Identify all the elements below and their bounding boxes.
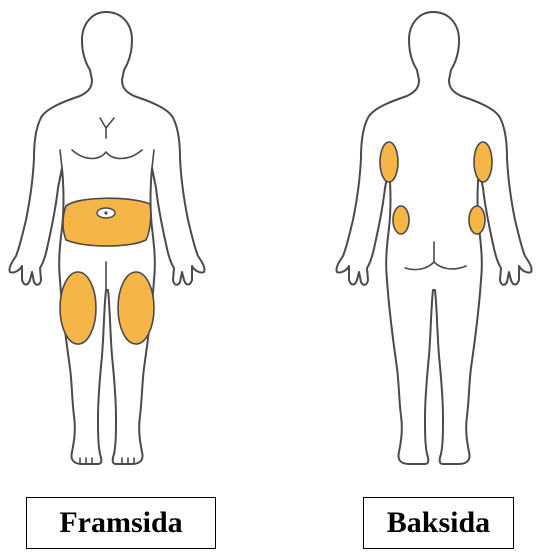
back-view-label: Baksida (363, 497, 514, 549)
back-body-outline (336, 12, 531, 464)
front-right-thigh-zone (118, 272, 154, 344)
navel-center-icon (104, 211, 107, 214)
body-diagram (0, 0, 537, 480)
front-left-thigh-zone (60, 272, 96, 344)
back-left-buttock-zone (393, 206, 409, 234)
front-figure (9, 12, 204, 464)
back-right-upper-arm-zone (474, 142, 492, 182)
back-figure (336, 12, 531, 464)
front-view-label: Framsida (26, 497, 216, 549)
front-abdomen-zone (63, 198, 151, 246)
back-right-buttock-zone (469, 206, 485, 234)
back-left-upper-arm-zone (380, 142, 398, 182)
